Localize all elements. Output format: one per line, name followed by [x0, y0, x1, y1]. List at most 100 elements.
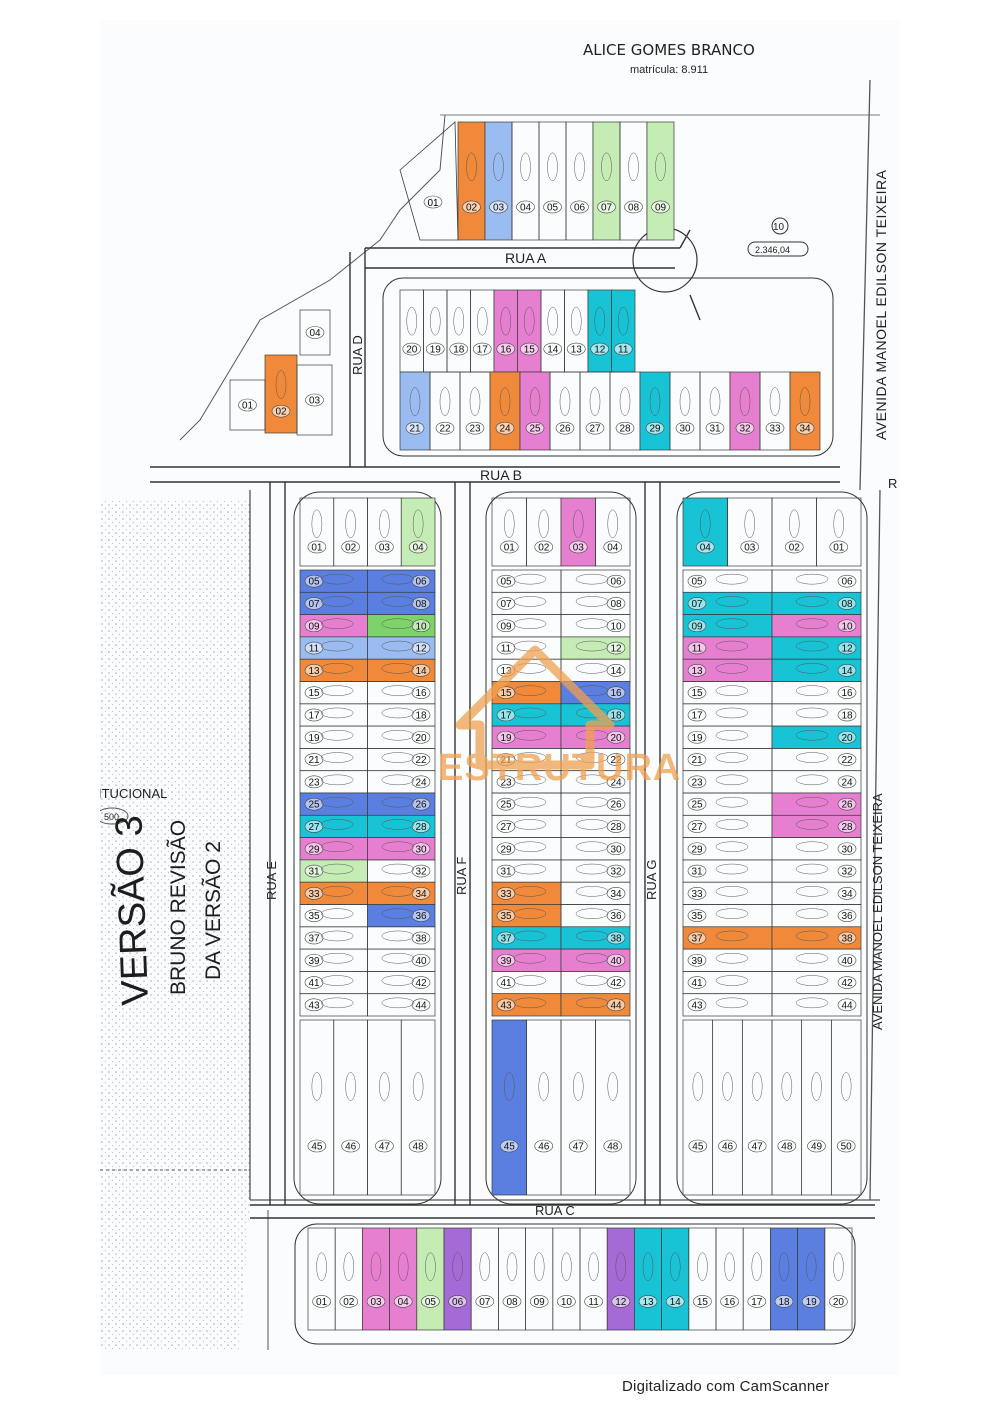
block-e-lot-07-number-oval: [304, 597, 324, 610]
block-c-lot-09-area-oval: [533, 1252, 545, 1282]
block-f-lot-01-area-oval: [504, 509, 515, 539]
block-c-lot-03-area-oval: [370, 1252, 382, 1282]
block-g-lot-03: 03: [727, 497, 773, 567]
block-e-lot-32-number-oval: [411, 864, 431, 878]
block-e-lot-12-area-oval: [381, 640, 415, 652]
block-e-lot-47: 47: [367, 1019, 402, 1196]
block-f-lot-42: 42: [560, 971, 631, 995]
block-g-lot-45-parcel: [682, 1019, 714, 1196]
block-e-lot-30: 30: [367, 837, 436, 861]
block-g-lot-34-number: 34: [841, 889, 853, 900]
block-e-lot-35-number: 35: [308, 911, 320, 922]
block-e-lot-45: 45: [299, 1019, 335, 1196]
block-d-bottom-lot-24-parcel: [489, 371, 521, 451]
block-c-lot-16-number: 16: [724, 1297, 736, 1308]
top-block-lot-09-number-oval: [651, 200, 670, 214]
block-f-outline: [485, 491, 637, 1205]
block-f-lot-13-number: 13: [500, 666, 512, 677]
block-g-lot-01-number-oval: [829, 540, 849, 554]
block-e-lot-38-area-oval: [381, 930, 415, 942]
block-d-top-lot-14-area-oval: [547, 306, 558, 336]
left-block-lot-03: 03: [296, 364, 333, 436]
lot-10-area: 10 2.346,04: [747, 217, 809, 257]
block-c-lot-09-number-oval: [529, 1295, 549, 1308]
block-g-lot-39-area-oval: [715, 953, 749, 964]
footer-scanner-note: Digitalizado com CamScanner: [622, 1378, 830, 1395]
block-f-lot-36: 36: [560, 904, 631, 928]
block-c-lot-18-number-oval: [774, 1295, 794, 1308]
block-d-bottom-lot-27-number-oval: [585, 421, 605, 435]
block-e-lot-16: 16: [367, 681, 436, 705]
block-d-bottom-lot-29-area-oval: [649, 387, 661, 416]
block-d-top-lot-19-number-oval: [425, 342, 445, 356]
block-e-lot-21-area-oval: [320, 752, 354, 763]
block-c-outline: [294, 1223, 856, 1345]
block-c-lot-15-number-oval: [693, 1295, 712, 1308]
block-c-lot-03: 03: [362, 1227, 390, 1331]
block-e-lot-41-number: 41: [308, 978, 320, 989]
block-e-lot-23-area-oval: [320, 774, 354, 786]
block-e-lot-14-area-oval: [381, 663, 415, 674]
block-d-bottom-lot-32: 32: [729, 371, 761, 451]
block-f-lot-19-number: 19: [500, 733, 512, 744]
block-g-lot-15-area-oval: [715, 685, 749, 696]
block-d-top-lot-19: 19: [423, 289, 448, 373]
block-d-top-lot-15-parcel: [517, 289, 542, 373]
block-e-lot-08: 08: [367, 591, 436, 615]
block-e-lot-16-number: 16: [415, 688, 427, 699]
block-g-lot-02-number-oval: [784, 540, 804, 554]
block-e-lot-41: 41: [299, 971, 368, 995]
block-g-lot-34-number-oval: [837, 887, 857, 900]
block-e-lot-29-number-oval: [304, 842, 324, 856]
block-g-lot-08-number-oval: [837, 597, 857, 610]
block-e-lot-25-number-oval: [304, 797, 324, 811]
block-f-lot-05-area-oval: [513, 573, 547, 585]
block-e-lot-02-number-oval: [341, 540, 360, 554]
block-f-lot-24-area-oval: [575, 774, 609, 786]
block-g-lot-08-number: 08: [841, 599, 853, 610]
block-e-lot-48-number: 48: [413, 1142, 425, 1153]
block-e-lot-14-number-oval: [411, 664, 431, 677]
block-f-lot-08: 08: [560, 591, 631, 615]
block-g-lot-38-area-oval: [795, 930, 829, 942]
block-d-bottom-lot-34-number-oval: [795, 421, 815, 435]
block-e-lot-32-number: 32: [415, 867, 427, 878]
block-g-lot-41-number: 41: [691, 978, 703, 989]
top-block-lot-09-number: 09: [655, 202, 667, 213]
street-label-rua-g: RUA G: [644, 860, 659, 900]
block-e-lot-13-number: 13: [308, 666, 320, 677]
block-e-lot-44: 44: [367, 993, 436, 1017]
top-block-lot-04-number: 04: [520, 202, 532, 213]
block-g-lot-46-number-oval: [718, 1139, 737, 1153]
block-g-lot-47-parcel: [741, 1019, 773, 1196]
block-c-lot-05-area-oval: [425, 1252, 436, 1282]
block-c-lot-10-parcel: [552, 1227, 581, 1331]
block-e-lot-06-number-oval: [411, 574, 431, 588]
left-block-lot-02: 02: [264, 354, 298, 434]
block-f-lot-45-area-oval: [504, 1072, 515, 1101]
block-g-lot-15: 15: [682, 681, 773, 705]
block-g-lot-14-number-oval: [837, 664, 857, 677]
block-e-lot-10: 10: [367, 614, 436, 638]
block-g-lot-31: 31: [682, 859, 773, 883]
block-g-lot-49-number-oval: [807, 1139, 826, 1153]
block-c-lot-02-area-oval: [343, 1252, 355, 1282]
block-f-lot-42-area-oval: [575, 975, 609, 986]
block-f-lot-44-number: 44: [610, 1000, 622, 1011]
block-c-lot-06-parcel: [443, 1227, 472, 1331]
block-f-lot-07-number: 07: [500, 599, 512, 610]
block-f-lot-40-area-oval: [575, 953, 609, 964]
block-g-lot-14-number: 14: [841, 666, 853, 677]
block-f-lot-28-number: 28: [610, 822, 622, 833]
block-e-lot-33-number: 33: [308, 889, 320, 900]
block-f-lot-26: 26: [560, 792, 631, 816]
block-d-bottom-lot-32-number-oval: [735, 421, 755, 435]
block-f-lot-14-number: 14: [610, 666, 622, 677]
block-g-lot-36: 36: [771, 904, 862, 928]
block-g-lot-13-number-oval: [687, 664, 707, 677]
block-f-lot-06-area-oval: [575, 573, 609, 585]
left-block-lot-02-number-oval: [271, 404, 291, 418]
block-c-lot-18-area-oval: [778, 1252, 790, 1282]
block-e-lot-37-number-oval: [304, 931, 324, 945]
block-g-lot-45-number-oval: [688, 1139, 708, 1153]
